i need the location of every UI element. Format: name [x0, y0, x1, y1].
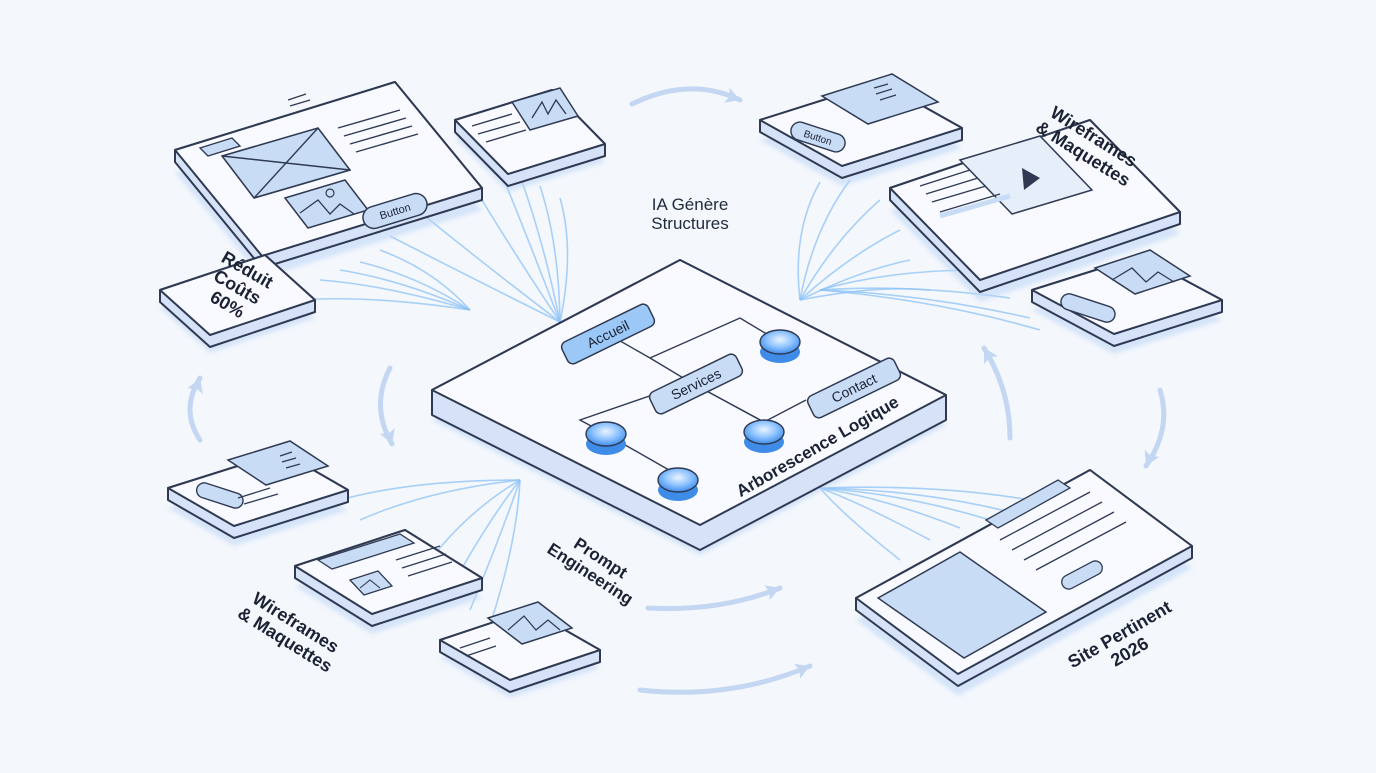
- wireframe-cards: Button: [159, 73, 1223, 698]
- card-right-wireframes: [889, 119, 1181, 302]
- card-bottom-small: [439, 601, 601, 698]
- fan-line: [819, 289, 1031, 319]
- card-top-left: Button: [174, 81, 483, 278]
- arrow-icon: [981, 345, 1013, 441]
- fan-line: [389, 235, 561, 323]
- arrow-icon: [378, 365, 395, 447]
- arrow-icon: [637, 663, 813, 695]
- image-icon: [348, 570, 394, 596]
- card-right-small: [1031, 249, 1223, 354]
- label-ia-genere: IA Génère Structures: [651, 195, 729, 233]
- arrow-icon: [1143, 387, 1167, 469]
- image-icon: [510, 87, 580, 131]
- fan-line: [799, 229, 901, 301]
- card-left-lower: [294, 529, 483, 634]
- arrow-icon: [645, 585, 783, 612]
- fan-line: [819, 487, 961, 529]
- fan-line: [339, 269, 471, 311]
- fan-line: [339, 479, 521, 501]
- fan-line: [797, 181, 821, 301]
- fan-line: [559, 197, 569, 323]
- flow-arrows: [187, 86, 1167, 695]
- arrow-icon: [629, 86, 743, 107]
- fan-line: [819, 487, 1011, 513]
- fan-line: [299, 297, 471, 311]
- fan-line: [799, 199, 881, 301]
- card-reduit-couts: [159, 254, 316, 353]
- fan-line: [469, 479, 521, 611]
- fan-line: [469, 179, 561, 323]
- card-top-middle: [454, 87, 606, 192]
- fan-line: [799, 259, 911, 301]
- card-top-right-small: Button: [759, 73, 963, 186]
- fan-line: [819, 487, 991, 521]
- fan-line: [319, 279, 471, 311]
- fan-line: [799, 179, 851, 301]
- fan-line: [429, 479, 521, 561]
- tree-node: [657, 467, 699, 501]
- fan-line: [819, 289, 1041, 331]
- fan-line: [489, 479, 521, 626]
- fan-line: [819, 487, 931, 541]
- connection-fans: [299, 169, 1041, 626]
- tree-node: [585, 421, 627, 455]
- image-icon: [283, 179, 370, 229]
- node-accueil: Accueil: [560, 303, 656, 365]
- center-platform: Accueil Services Contact: [431, 259, 947, 555]
- fan-line: [379, 249, 471, 311]
- arrow-icon: [187, 375, 203, 443]
- tree-node: [759, 329, 801, 363]
- fan-line: [519, 175, 561, 323]
- fan-line: [819, 487, 901, 561]
- image-icon: [1093, 249, 1192, 295]
- fan-line: [539, 185, 561, 323]
- tree-nodes: [585, 329, 801, 501]
- fan-line: [359, 261, 471, 311]
- fan-line: [359, 479, 521, 521]
- fan-line: [819, 486, 1031, 501]
- tree-node: [743, 419, 785, 453]
- image-icon: [486, 601, 574, 645]
- card-left-mid: [167, 440, 349, 546]
- card-site-pertinent: [855, 469, 1193, 696]
